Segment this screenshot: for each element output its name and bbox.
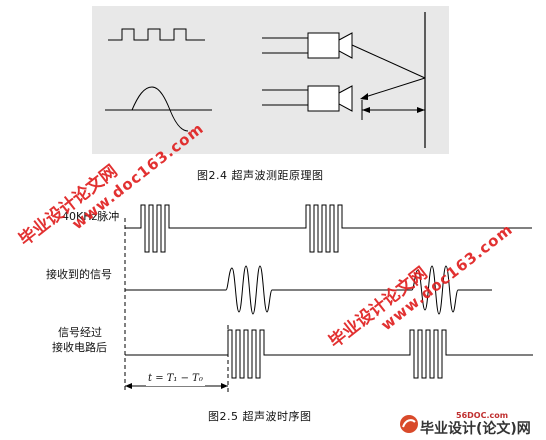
logo-icon xyxy=(400,415,418,433)
logo-site: 56DOC.com xyxy=(456,411,509,420)
received-signal-trace xyxy=(125,265,492,315)
interval-arrow-left xyxy=(125,383,132,389)
figure-2-4-caption: 图2.4 超声波测距原理图 xyxy=(197,169,324,182)
receiver-icon xyxy=(262,85,353,112)
processed-signal-label-line2: 接收电路后 xyxy=(52,341,107,354)
transmitter-icon xyxy=(262,32,353,59)
pulse-label: 40KHz脉冲 xyxy=(62,210,120,223)
processed-signal-trace xyxy=(125,329,533,379)
logo-text: 毕业设计(论文)网 xyxy=(420,421,531,437)
emitted-path xyxy=(351,44,426,79)
transmit-pulse-trace xyxy=(125,204,532,253)
interval-formula: t = T₁ − T₀ xyxy=(146,371,205,386)
distance-arrow-left xyxy=(362,107,370,113)
sine-wave xyxy=(131,86,189,132)
interval-arrow-right xyxy=(221,383,228,389)
reflected-path xyxy=(361,77,426,99)
received-signal-label: 接收到的信号 xyxy=(46,268,112,281)
square-wave xyxy=(108,28,205,41)
reflected-arrowhead xyxy=(360,93,368,100)
figure-2-4-background xyxy=(92,6,449,154)
figure-2-5-caption: 图2.5 超声波时序图 xyxy=(208,410,312,423)
processed-signal-label-line1: 信号经过 xyxy=(58,326,102,339)
distance-arrow-right xyxy=(417,107,425,113)
